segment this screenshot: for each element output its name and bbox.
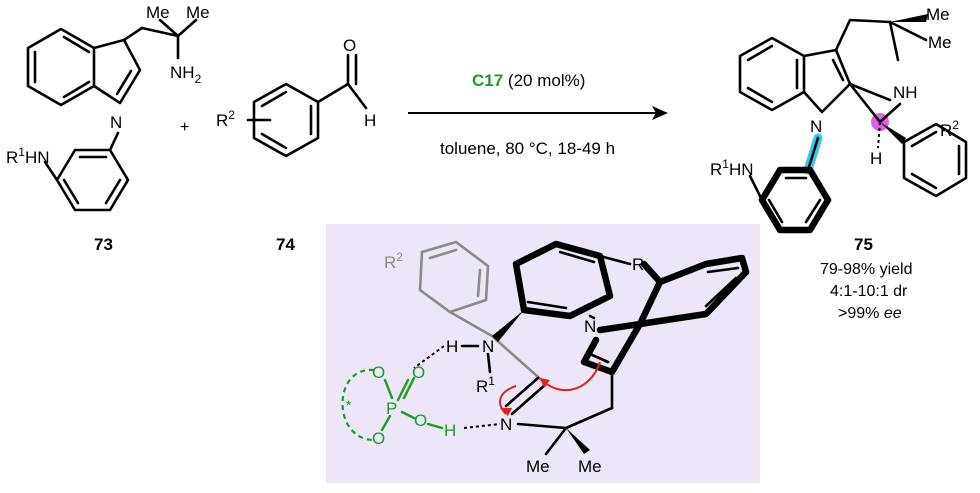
phosphoric-acid: O O P O O H *	[341, 363, 456, 448]
ts-o-top-right: O	[412, 363, 425, 382]
c73-nh2: NH2	[170, 63, 202, 86]
ts-chiral-star: *	[346, 397, 352, 413]
c75-indole-n: N	[810, 117, 822, 136]
c75-h: H	[870, 149, 882, 168]
ts-r2: R2	[384, 250, 403, 272]
ts-me-right: Me	[578, 457, 602, 476]
compound-75: Me Me NH H R2 N R1HN 75 79-98% yield 4:1…	[710, 5, 968, 322]
c75-r1hn: R1HN	[710, 157, 754, 179]
c73-me-right: Me	[186, 3, 210, 22]
c73-me-left: Me	[146, 3, 170, 22]
c74-r2: R2	[216, 108, 235, 130]
c75-me-top: Me	[926, 5, 950, 24]
ts-oh-h: H	[444, 421, 456, 440]
reaction-conditions-solvent: toluene, 80 °C, 18-49 h	[440, 139, 615, 158]
ts-indole-n: N	[584, 317, 596, 336]
ts-r-substituent: R	[632, 255, 644, 274]
reaction-conditions-catalyst: C17 (20 mol%)	[472, 71, 585, 90]
h-bond-nh-o	[413, 345, 445, 369]
ts-amine-n: N	[482, 337, 494, 356]
ts-r1: R1	[476, 374, 495, 396]
c73-indole-n: N	[110, 113, 122, 132]
compound-label-74: 74	[276, 235, 295, 254]
product-ee: >99% ee	[838, 305, 902, 322]
ts-phosphorus: P	[386, 399, 397, 418]
compound-label-75: 75	[854, 235, 873, 254]
compound-73: Me Me NH2 N R1HN 73	[6, 3, 210, 254]
plus-sign: +	[180, 119, 189, 136]
ts-o-bottom-right: O	[414, 411, 427, 430]
catalyst-label: C17	[472, 71, 503, 90]
compound-74: O H R2 74	[216, 36, 376, 254]
ts-o-top-left: O	[372, 363, 385, 382]
c73-r1hn: R1HN	[6, 145, 50, 167]
ts-o-bottom-left: O	[372, 429, 385, 448]
binol-backbone	[341, 368, 375, 442]
ts-me-left: Me	[526, 457, 550, 476]
product-dr: 4:1-10:1 dr	[830, 283, 908, 300]
ts-imine-n: N	[500, 415, 512, 434]
transition-state-panel: R2 R N H R1 N N Me	[326, 224, 760, 483]
h-bond-oh-n	[463, 423, 501, 429]
c74-hydrogen: H	[364, 111, 376, 130]
c74-oxygen: O	[343, 36, 356, 55]
product-yield: 79-98% yield	[820, 261, 913, 278]
ts-amine-h: H	[446, 337, 458, 356]
c75-r2: R2	[940, 118, 959, 140]
c75-me-bottom: Me	[928, 33, 952, 52]
curved-arrow-cc	[541, 361, 601, 392]
compound-label-73: 73	[94, 235, 113, 254]
c75-nh: NH	[893, 83, 918, 102]
reaction-arrow: C17 (20 mol%) toluene, 80 °C, 18-49 h	[408, 71, 668, 158]
ts-background	[326, 224, 760, 483]
